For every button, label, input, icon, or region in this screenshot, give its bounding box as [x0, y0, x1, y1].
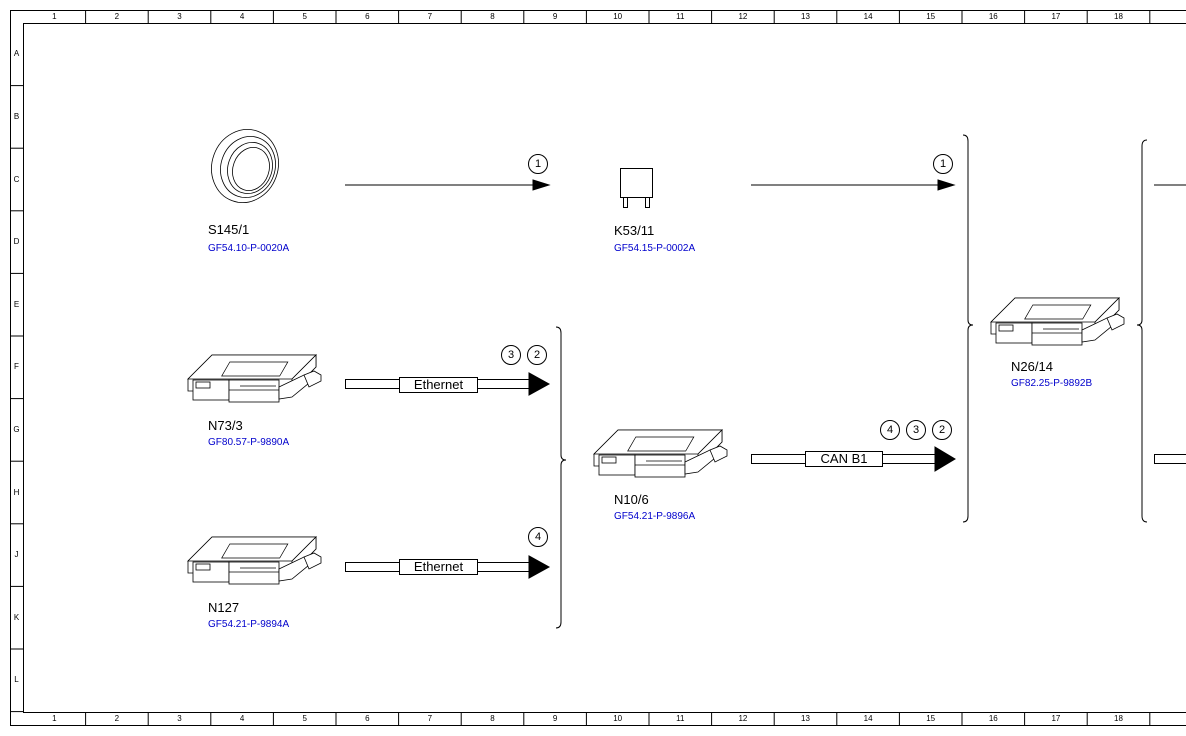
- signal-lines: [345, 179, 1186, 191]
- row-label: C: [13, 174, 20, 184]
- bus-lines: [345, 372, 1186, 579]
- component-label-s145: S145/1: [208, 222, 250, 237]
- marker-circle: 2: [527, 345, 547, 365]
- column-label: 13: [801, 12, 810, 21]
- braces: [555, 134, 1148, 629]
- ref-link-n127[interactable]: GF54.21-P-9894A: [208, 619, 290, 630]
- column-label: 12: [738, 12, 748, 21]
- row-label: E: [13, 299, 20, 309]
- arrowhead-icon: [528, 555, 551, 579]
- column-label: 15: [926, 12, 936, 21]
- marker-circle: 3: [501, 345, 521, 365]
- column-label: 14: [863, 12, 873, 21]
- marker-circle: 4: [880, 420, 900, 440]
- ref-link-n73[interactable]: GF80.57-P-9890A: [208, 437, 290, 448]
- component-label-n26: N26/14: [1011, 359, 1053, 374]
- column-label: 16: [988, 12, 998, 21]
- column-label: 18: [1114, 714, 1123, 723]
- component-label-n10: N10/6: [614, 492, 649, 507]
- column-label: 6: [365, 714, 370, 723]
- inner-border: [23, 23, 1186, 713]
- column-label: 6: [365, 12, 370, 21]
- row-label: K: [13, 612, 20, 622]
- column-label: 2: [114, 714, 120, 723]
- outer-border: [10, 10, 1186, 726]
- column-label: 9: [552, 714, 558, 723]
- column-label: 7: [427, 12, 433, 21]
- column-label: 7: [427, 714, 433, 723]
- control-unit-icon: [593, 429, 728, 478]
- row-label: A: [13, 49, 20, 59]
- marker-circle: 4: [528, 527, 548, 547]
- row-label: B: [13, 111, 20, 121]
- column-label: 9: [552, 12, 558, 21]
- grid-ticks: [10, 10, 1151, 726]
- ref-link-k53[interactable]: GF54.15-P-0002A: [614, 243, 696, 254]
- arrowhead-icon: [934, 446, 956, 472]
- column-label: 8: [490, 12, 495, 21]
- relay-icon: [620, 168, 653, 208]
- control-unit-icon: [990, 297, 1125, 346]
- switch-ring-icon: [211, 129, 279, 203]
- column-label: 14: [863, 714, 873, 723]
- marker-circle: 3: [906, 420, 926, 440]
- column-label: 16: [988, 714, 998, 723]
- marker-circle: 1: [933, 154, 953, 174]
- bus-label-can-b1: CAN B1: [805, 451, 883, 467]
- column-label: 5: [302, 714, 307, 723]
- row-label: H: [13, 487, 20, 497]
- column-label: 12: [738, 714, 748, 723]
- brace-icon: [1136, 139, 1148, 523]
- bus-bar: [1154, 454, 1186, 464]
- row-label: L: [14, 675, 19, 685]
- column-label: 10: [613, 714, 623, 723]
- column-label: 5: [302, 12, 307, 21]
- bus-label-ethernet-n73: Ethernet: [399, 377, 478, 393]
- column-label: 18: [1114, 12, 1123, 21]
- marker-circle: 1: [528, 154, 548, 174]
- arrowhead-icon: [937, 179, 956, 191]
- row-label: F: [14, 362, 19, 372]
- column-label: 13: [801, 714, 810, 723]
- grid-frame: [10, 10, 1186, 726]
- component-label-n127: N127: [208, 600, 240, 615]
- row-label: G: [13, 424, 20, 434]
- arrowhead-icon: [528, 372, 551, 396]
- column-label: 10: [613, 12, 623, 21]
- column-label: 11: [676, 12, 685, 21]
- column-label: 17: [1051, 12, 1061, 21]
- row-label: J: [14, 550, 19, 560]
- column-label: 15: [926, 714, 936, 723]
- column-label: 4: [239, 714, 245, 723]
- row-label: D: [13, 237, 20, 247]
- bus-label-ethernet-n127: Ethernet: [399, 559, 478, 575]
- column-label: 11: [676, 714, 685, 723]
- arrowhead-icon: [532, 179, 551, 191]
- brace-icon: [962, 134, 974, 523]
- component-label-n73: N73/3: [208, 418, 243, 433]
- column-label: 4: [239, 12, 245, 21]
- column-label: 1: [52, 714, 57, 723]
- ref-link-s145[interactable]: GF54.10-P-0020A: [208, 243, 290, 254]
- ref-link-n26[interactable]: GF82.25-P-9892B: [1011, 378, 1093, 389]
- column-label: 2: [114, 12, 120, 21]
- marker-circle: 2: [932, 420, 952, 440]
- column-label: 8: [490, 714, 495, 723]
- component-label-k53: K53/11: [614, 223, 655, 238]
- ref-link-n10[interactable]: GF54.21-P-9896A: [614, 511, 696, 522]
- brace-icon: [555, 326, 567, 629]
- column-label: 3: [177, 12, 182, 21]
- control-unit-icon: [187, 354, 322, 403]
- column-label: 17: [1051, 714, 1061, 723]
- column-label: 3: [177, 714, 182, 723]
- control-unit-icon: [187, 536, 322, 585]
- column-label: 1: [52, 12, 57, 21]
